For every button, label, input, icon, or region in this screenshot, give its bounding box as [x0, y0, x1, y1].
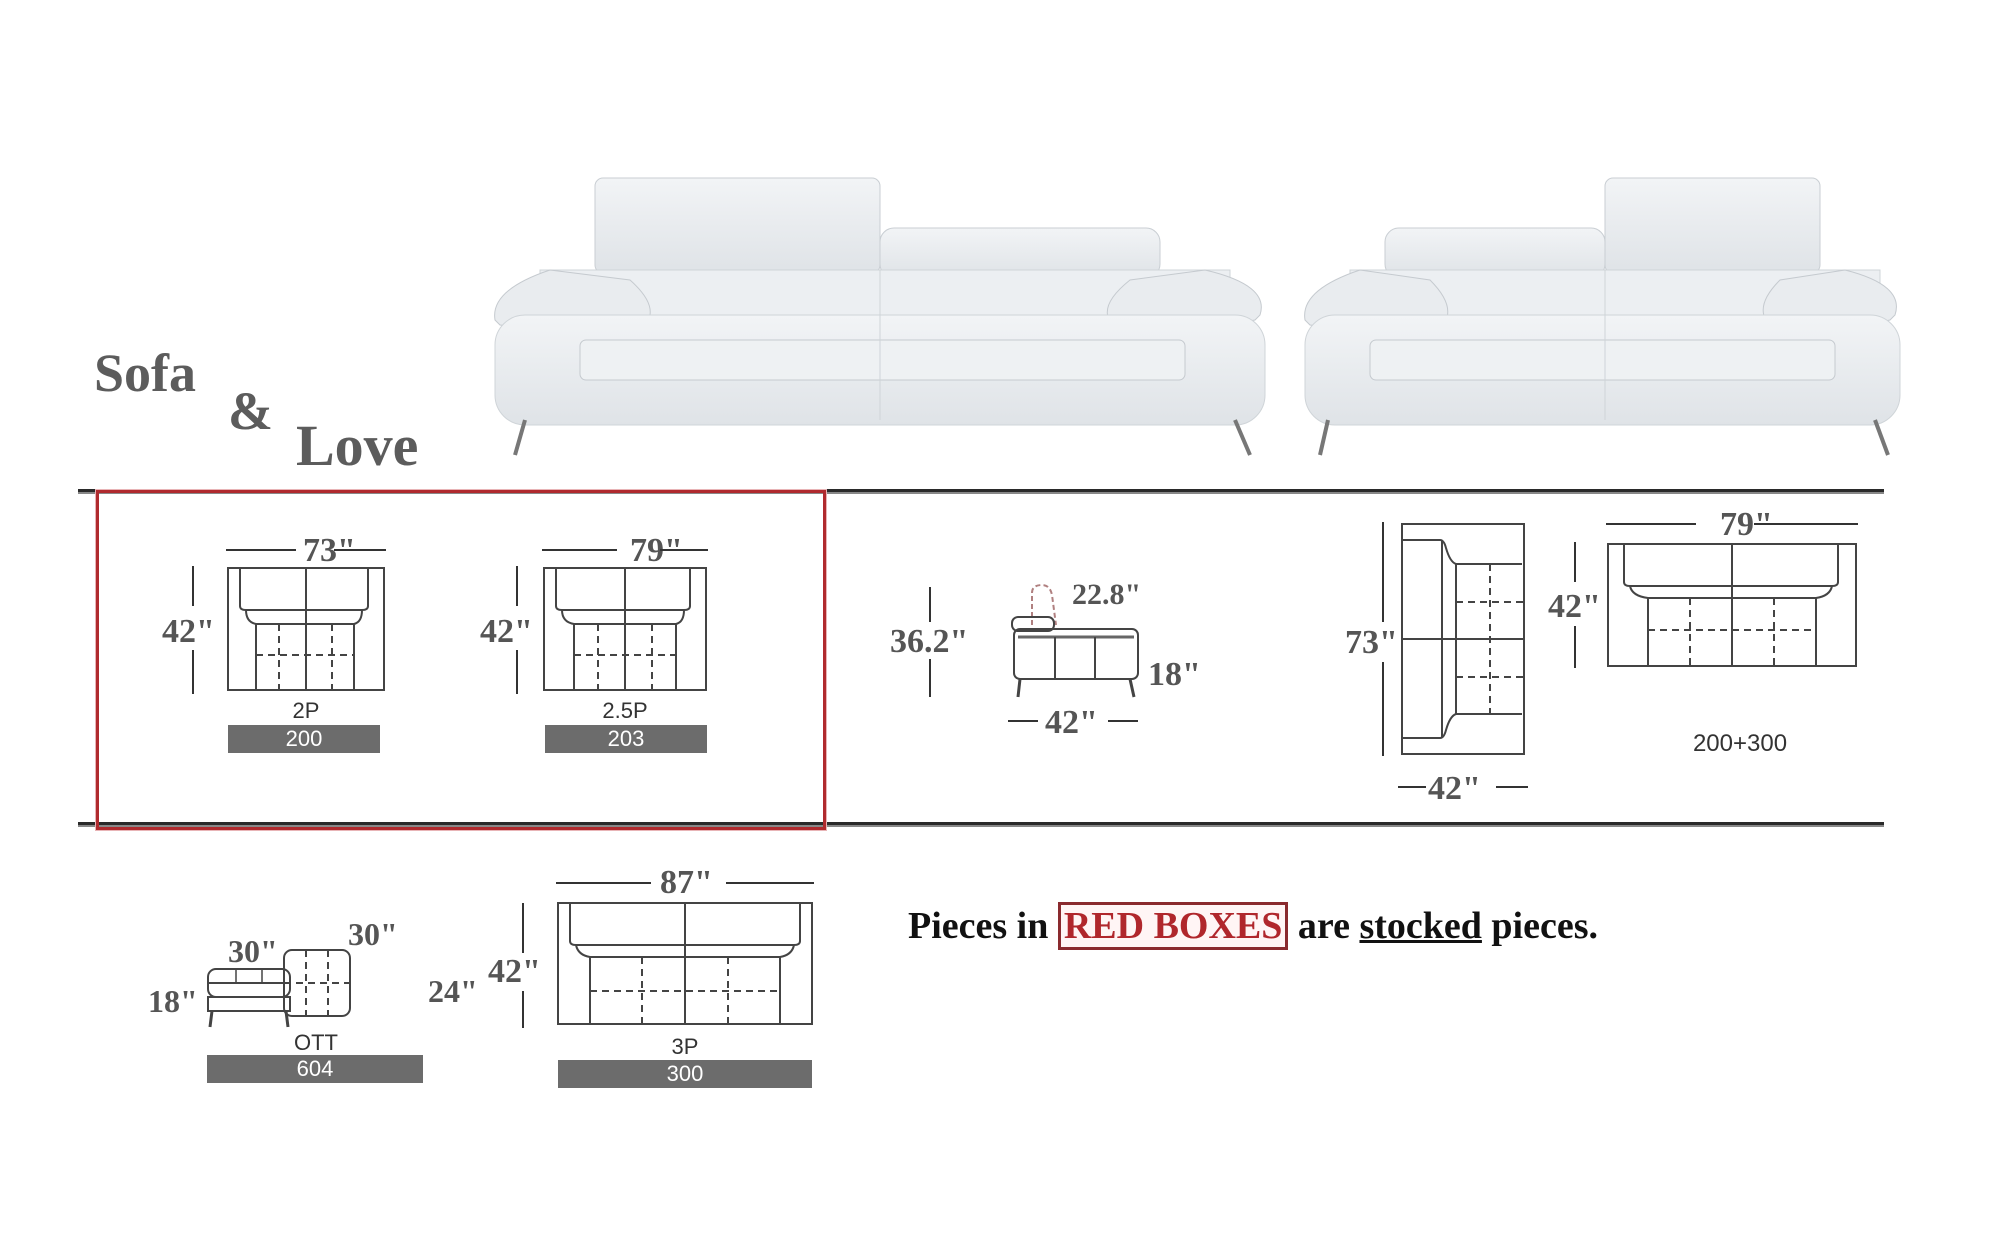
stocked-pieces-box — [96, 490, 826, 830]
dimension-ottoman-depth: 24" — [428, 973, 478, 1009]
dimension-set-length: 73" — [1345, 624, 1398, 661]
stocked-note: Pieces in RED BOXES are stocked pieces. — [908, 902, 1598, 950]
dimension-side-height: 36.2" — [890, 623, 969, 660]
diagram-set-vertical — [1401, 523, 1525, 755]
loveseat-photo — [1304, 177, 1901, 456]
dimension-arrow — [542, 549, 708, 551]
dimension-2p-depth: 42" — [162, 613, 215, 650]
dimension-seat-height: 18" — [1148, 656, 1201, 693]
code-bar-203: 203 — [545, 725, 707, 753]
dimension-ottoman-height: 18" — [148, 983, 198, 1019]
title-ampersand: & — [228, 381, 273, 441]
sofa-photo — [494, 177, 1266, 456]
dimension-set-depth-right: 42" — [1548, 588, 1601, 625]
diagram-side-view — [1011, 583, 1139, 698]
diagram-set-horizontal — [1607, 543, 1857, 667]
dimension-arrow — [226, 549, 386, 551]
note-part3: pieces. — [1491, 905, 1598, 947]
diagram-2-5p-top-view — [543, 567, 707, 691]
title-love: Love — [296, 413, 419, 478]
piece-label-ott: OTT — [294, 1030, 338, 1055]
dimension-arrow — [1574, 542, 1576, 668]
note-stocked: stocked — [1359, 905, 1482, 947]
dimension-2-5p-depth: 42" — [480, 613, 533, 650]
note-part2: are — [1297, 905, 1350, 947]
dimension-headrest: 22.8" — [1072, 578, 1142, 611]
note-red-boxes: RED BOXES — [1057, 902, 1289, 950]
divider-middle — [78, 822, 1884, 827]
dimension-arrow — [929, 587, 931, 697]
dimension-ottoman-width-top: 30" — [348, 916, 398, 952]
dimension-ottoman-width-side: 30" — [228, 933, 278, 969]
piece-label-set: 200+300 — [1692, 730, 1788, 757]
diagram-2p-top-view — [227, 567, 385, 691]
dimension-set-depth-bottom: 42" — [1428, 770, 1481, 807]
dimension-arrow — [556, 882, 814, 884]
diagram-ottoman-top-view — [283, 949, 351, 1017]
note-part1: Pieces in — [908, 905, 1049, 947]
piece-label-2p: 2P — [292, 698, 320, 723]
title-sofa: Sofa — [94, 343, 197, 403]
dimension-3p-depth: 42" — [488, 953, 541, 990]
dimension-arrow — [1606, 523, 1858, 525]
dimension-arrow — [1008, 720, 1138, 722]
dimension-3p-width: 87" — [660, 864, 713, 901]
piece-label-2-5p: 2.5P — [602, 698, 648, 723]
dimension-side-depth: 42" — [1045, 704, 1098, 741]
piece-label-3p: 3P — [671, 1034, 699, 1059]
diagram-3p-top-view — [557, 902, 813, 1025]
diagram-ottoman-side-view — [207, 968, 291, 1028]
dimension-arrow — [1398, 786, 1528, 788]
divider-top — [78, 489, 1884, 494]
code-bar-200: 200 — [228, 725, 380, 753]
code-bar-604: 604 — [207, 1055, 423, 1083]
dimension-arrow — [192, 566, 194, 694]
dimension-arrow — [1382, 522, 1384, 756]
dimension-arrow — [522, 903, 524, 1028]
code-bar-300: 300 — [558, 1060, 812, 1088]
dimension-arrow — [516, 566, 518, 694]
